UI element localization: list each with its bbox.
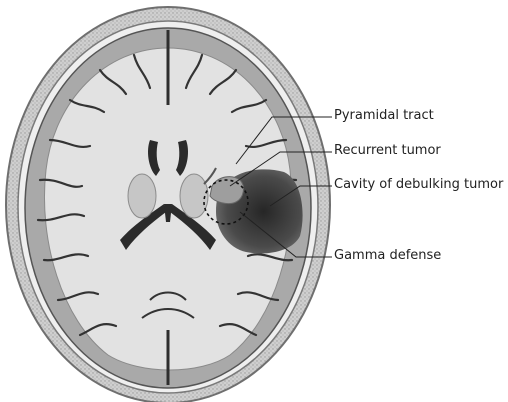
- right-thalamus: [180, 174, 208, 218]
- label-gamma-defense: Gamma defense: [334, 248, 441, 263]
- left-thalamus: [128, 174, 156, 218]
- label-pyramidal-tract: Pyramidal tract: [334, 108, 434, 123]
- label-cavity-of-debulking-tumor: Cavity of debulking tumor: [334, 177, 503, 192]
- label-recurrent-tumor: Recurrent tumor: [334, 143, 441, 158]
